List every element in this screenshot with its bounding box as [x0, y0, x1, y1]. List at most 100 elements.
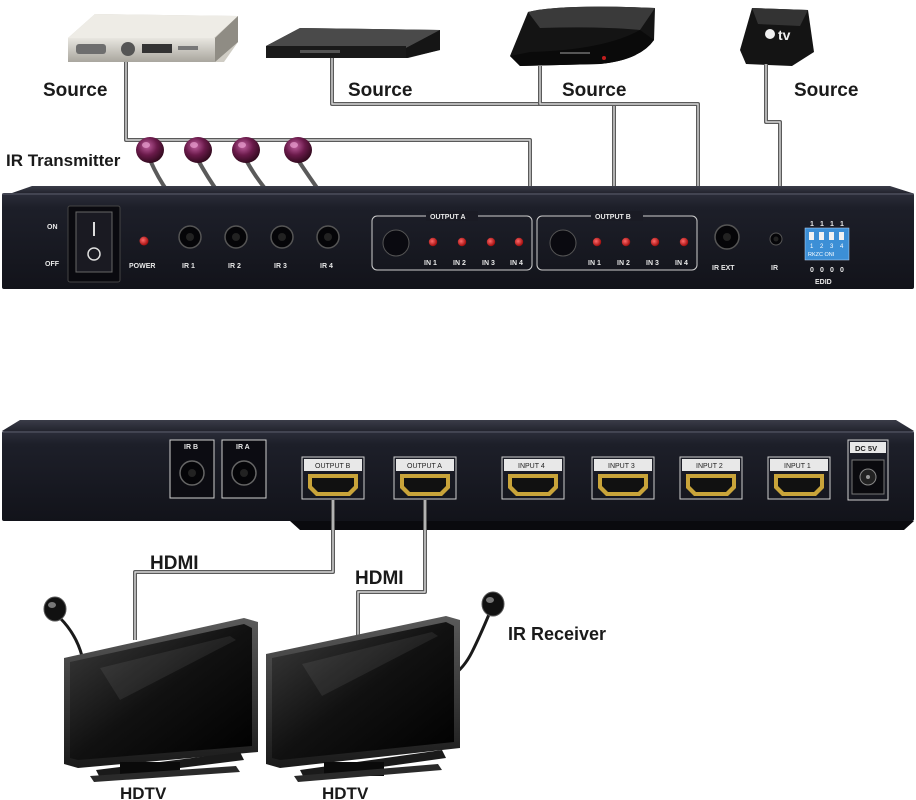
- hdmi-output-a-label: OUTPUT A: [407, 463, 442, 470]
- ir-port-4[interactable]: [316, 225, 340, 249]
- output-b-led-4: [679, 237, 689, 247]
- output-a-led-4: [514, 237, 524, 247]
- power-switch[interactable]: [67, 205, 121, 283]
- dc-power-port[interactable]: [847, 439, 889, 501]
- switch-off-mark-icon: [87, 247, 101, 261]
- ir-emitter-icon: [184, 137, 212, 163]
- hdtv-left: [64, 618, 258, 782]
- apple-tv-icon: tv: [740, 8, 814, 66]
- output-a-in-4: IN 4: [510, 260, 523, 267]
- hdmi-input-1-port[interactable]: [767, 456, 831, 500]
- edid-side-label: RKZC ONI: [808, 252, 835, 258]
- cable-source-1: [124, 62, 532, 190]
- source-label-3: Source: [562, 80, 626, 101]
- hdtv-label-left: HDTV: [120, 784, 167, 800]
- ir-port-2[interactable]: [224, 225, 248, 249]
- ir-label: IR: [771, 265, 778, 272]
- hdmi-cables: [133, 500, 427, 640]
- switch-on-label: ON: [47, 224, 58, 231]
- rear-ir-a-port[interactable]: [221, 439, 267, 499]
- output-b-label: OUTPUT B: [595, 214, 631, 221]
- ir-transmitters: [136, 137, 322, 194]
- edid-top-1: 1: [810, 221, 814, 228]
- edid-bottom-4: 0: [840, 267, 844, 274]
- edid-top-3: 1: [830, 221, 834, 228]
- ir-ext-label: IR EXT: [712, 265, 735, 272]
- game-console-icon: [510, 6, 655, 66]
- source-label-4: Source: [794, 80, 858, 101]
- hdmi-label-2: HDMI: [355, 568, 404, 589]
- rear-ir-a-label: IR A: [236, 444, 250, 451]
- edid-bottom-2: 0: [820, 267, 824, 274]
- output-a-led-2: [457, 237, 467, 247]
- dvd-player-icon: [266, 28, 440, 58]
- dc-label: DC 5V: [855, 444, 877, 453]
- power-led: [139, 236, 149, 246]
- edid-mid-1: 1: [810, 244, 814, 250]
- edid-top-2: 1: [820, 221, 824, 228]
- ir-receiver-icon: [43, 596, 67, 622]
- hdmi-input-3-port[interactable]: [591, 456, 655, 500]
- source-cables: [124, 58, 782, 190]
- output-a-led-1: [428, 237, 438, 247]
- hdmi-input-4-port[interactable]: [501, 456, 565, 500]
- hdmi-input-1-label: INPUT 1: [784, 463, 811, 470]
- hdmi-output-a-port[interactable]: [393, 456, 457, 500]
- satellite-receiver-icon: [68, 14, 238, 62]
- ir-emitter-icon: [284, 137, 312, 163]
- source-label-2: Source: [348, 80, 412, 101]
- hdmi-input-2-port[interactable]: [679, 456, 743, 500]
- ir-transmitter-label: IR Transmitter: [6, 151, 121, 170]
- output-a-label: OUTPUT A: [430, 214, 466, 221]
- edid-label: EDID: [815, 279, 832, 286]
- output-b-in-1: IN 1: [588, 260, 601, 267]
- cable-source-2: [330, 58, 616, 190]
- rear-ir-b-label: IR B: [184, 444, 198, 451]
- source-devices: tv: [68, 6, 814, 66]
- power-label: POWER: [129, 263, 155, 270]
- output-a-button[interactable]: [382, 229, 410, 257]
- output-b-in-3: IN 3: [646, 260, 659, 267]
- output-b-in-2: IN 2: [617, 260, 630, 267]
- hdtv-right: [266, 616, 460, 782]
- hdmi-input-4-label: INPUT 4: [518, 463, 545, 470]
- ir-port-label-2: IR 2: [228, 263, 241, 270]
- output-a-led-3: [486, 237, 496, 247]
- ir-ext-port[interactable]: [714, 224, 740, 250]
- ir-sensor: [769, 232, 783, 246]
- ir-port-3[interactable]: [270, 225, 294, 249]
- output-b-led-2: [621, 237, 631, 247]
- ir-port-label-1: IR 1: [182, 263, 195, 270]
- output-a-in-3: IN 3: [482, 260, 495, 267]
- output-b-button[interactable]: [549, 229, 577, 257]
- apple-logo-icon: [765, 29, 775, 39]
- edid-dip-switch[interactable]: [804, 227, 850, 261]
- cable-source-4: [764, 64, 782, 190]
- edid-mid-2: 2: [820, 244, 824, 250]
- ir-receiver-icon: [481, 591, 505, 617]
- ir-emitter-icon: [136, 137, 164, 163]
- hdmi-output-b-label: OUTPUT B: [315, 463, 351, 470]
- source-label-1: Source: [43, 80, 107, 101]
- ir-emitter-icon: [232, 137, 260, 163]
- switch-off-label: OFF: [45, 261, 60, 268]
- hdmi-output-b-port[interactable]: [301, 456, 365, 500]
- ir-port-label-4: IR 4: [320, 263, 333, 270]
- ir-port-label-3: IR 3: [274, 263, 287, 270]
- edid-bottom-3: 0: [830, 267, 834, 274]
- ir-receiver-label: IR Receiver: [508, 624, 606, 644]
- edid-top-4: 1: [840, 221, 844, 228]
- hdmi-input-3-label: INPUT 3: [608, 463, 635, 470]
- edid-mid-4: 4: [840, 244, 844, 250]
- output-a-in-1: IN 1: [424, 260, 437, 267]
- rear-ir-b-port[interactable]: [169, 439, 215, 499]
- edid-mid-3: 3: [830, 244, 834, 250]
- hdmi-label-1: HDMI: [150, 553, 199, 574]
- hdmi-input-2-label: INPUT 2: [696, 463, 723, 470]
- rear-panel: IR B IR A OUTPUT B OUTPUT A INP: [2, 420, 914, 530]
- output-b-led-3: [650, 237, 660, 247]
- front-panel: ON OFF POWER IR 1 IR 2 IR 3: [2, 186, 914, 289]
- ir-port-1[interactable]: [178, 225, 202, 249]
- output-b-led-1: [592, 237, 602, 247]
